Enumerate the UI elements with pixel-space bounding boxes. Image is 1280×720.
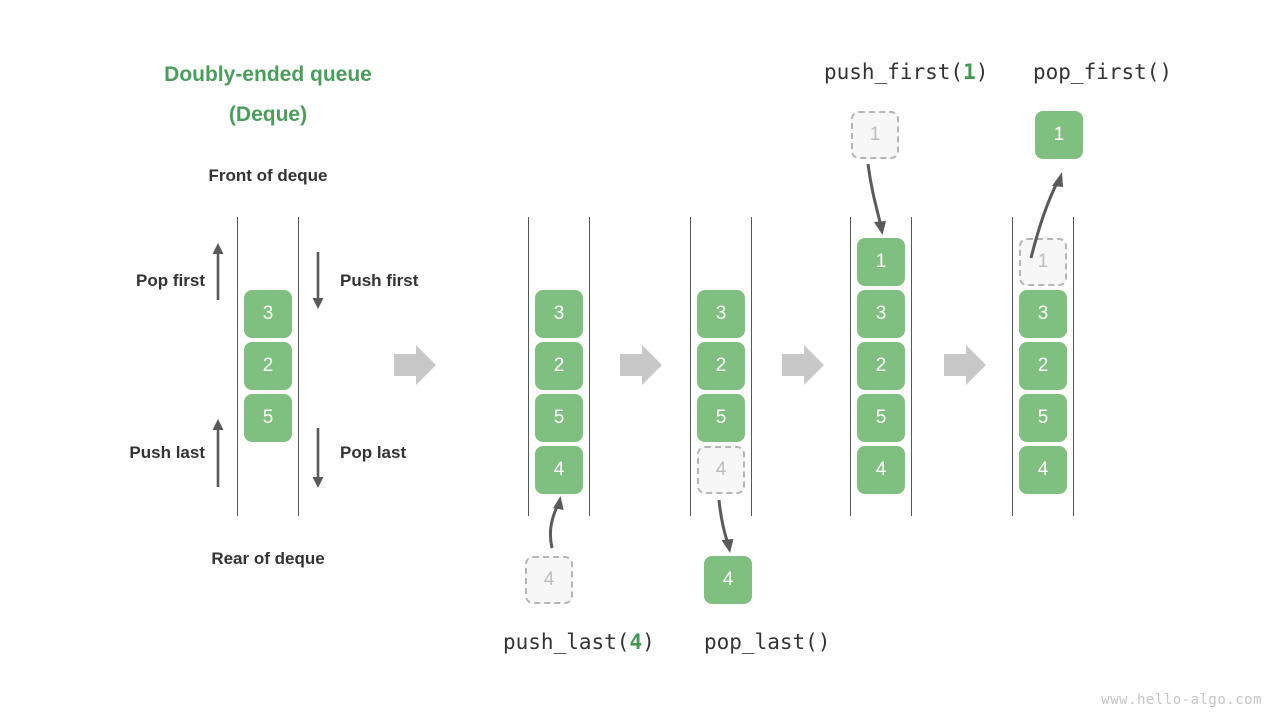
- popped-element: 1: [1035, 111, 1083, 159]
- page-title-line2: (Deque): [228, 103, 308, 126]
- deque-cell: 3: [857, 290, 905, 338]
- push-first-fn-name: push_first(: [824, 60, 964, 84]
- push-first-operation-caption: push_first(1): [824, 60, 988, 84]
- push-last-insert-arrow: [548, 496, 564, 549]
- deque-cell: 2: [1019, 342, 1067, 390]
- deque-rail-right: [751, 217, 752, 516]
- push-last-operation-caption: push_last(4): [503, 630, 655, 654]
- pop-last-remove-arrow: [717, 499, 734, 553]
- deque-cell: 3: [697, 290, 745, 338]
- deque-rail-right: [1073, 217, 1074, 516]
- deque-rail-left: [237, 217, 238, 516]
- pop-first-label: Pop first: [136, 271, 205, 290]
- push-last-arg: 4: [629, 630, 643, 654]
- popped-element: 4: [704, 556, 752, 604]
- deque-cell: 5: [857, 394, 905, 442]
- front-of-deque-label: Front of deque: [208, 166, 328, 185]
- incoming-element-ghost: 1: [851, 111, 899, 159]
- deque-cell: 3: [535, 290, 583, 338]
- deque-rail-left: [850, 217, 851, 516]
- push-last-arrow: [212, 419, 224, 487]
- deque-cell: 5: [535, 394, 583, 442]
- pop-last-label: Pop last: [340, 443, 407, 462]
- push-first-close-paren: ): [975, 60, 989, 84]
- step-arrow: [944, 345, 986, 385]
- step-arrow: [782, 345, 824, 385]
- deque-rail-right: [589, 217, 590, 516]
- deque-cell: 5: [697, 394, 745, 442]
- deque-rail-left: [1012, 217, 1013, 516]
- deque-cell: 4: [535, 446, 583, 494]
- step-arrow: [620, 345, 662, 385]
- watermark: www.hello-algo.com: [1101, 692, 1262, 708]
- deque-cell: 2: [857, 342, 905, 390]
- pop-first-operation-caption: pop_first(): [1033, 60, 1173, 84]
- deque-cell: 2: [697, 342, 745, 390]
- deque-cell: 5: [244, 394, 292, 442]
- deque-rail-right: [911, 217, 912, 516]
- push-first-label: Push first: [340, 271, 419, 290]
- step-arrow: [394, 345, 436, 385]
- pop-first-arrow: [212, 243, 224, 300]
- deque-cell: 1: [857, 238, 905, 286]
- deque-rail-right: [298, 217, 299, 516]
- deque-cell: 3: [244, 290, 292, 338]
- pop-last-arrow: [312, 428, 324, 488]
- push-first-arg: 1: [963, 60, 976, 84]
- deque-cell: 4: [1019, 446, 1067, 494]
- removed-element-ghost: 4: [697, 446, 745, 494]
- push-last-label: Push last: [129, 443, 205, 462]
- deque-cell: 2: [244, 342, 292, 390]
- deque-cell: 2: [535, 342, 583, 390]
- push-first-arrow: [312, 252, 324, 309]
- deque-rail-left: [690, 217, 691, 516]
- page-title-line1: Doubly-ended queue: [164, 63, 372, 86]
- deque-rail-left: [528, 217, 529, 516]
- pop-last-operation-caption: pop_last(): [704, 630, 831, 654]
- deque-cell: 5: [1019, 394, 1067, 442]
- push-first-insert-arrow: [866, 163, 886, 235]
- push-last-close-paren: ): [642, 630, 655, 654]
- rear-of-deque-label: Rear of deque: [211, 549, 325, 568]
- removed-element-ghost: 1: [1019, 238, 1067, 286]
- deque-cell: 4: [857, 446, 905, 494]
- incoming-element-ghost: 4: [525, 556, 573, 604]
- push-last-fn-name: push_last(: [503, 630, 630, 654]
- deque-cell: 3: [1019, 290, 1067, 338]
